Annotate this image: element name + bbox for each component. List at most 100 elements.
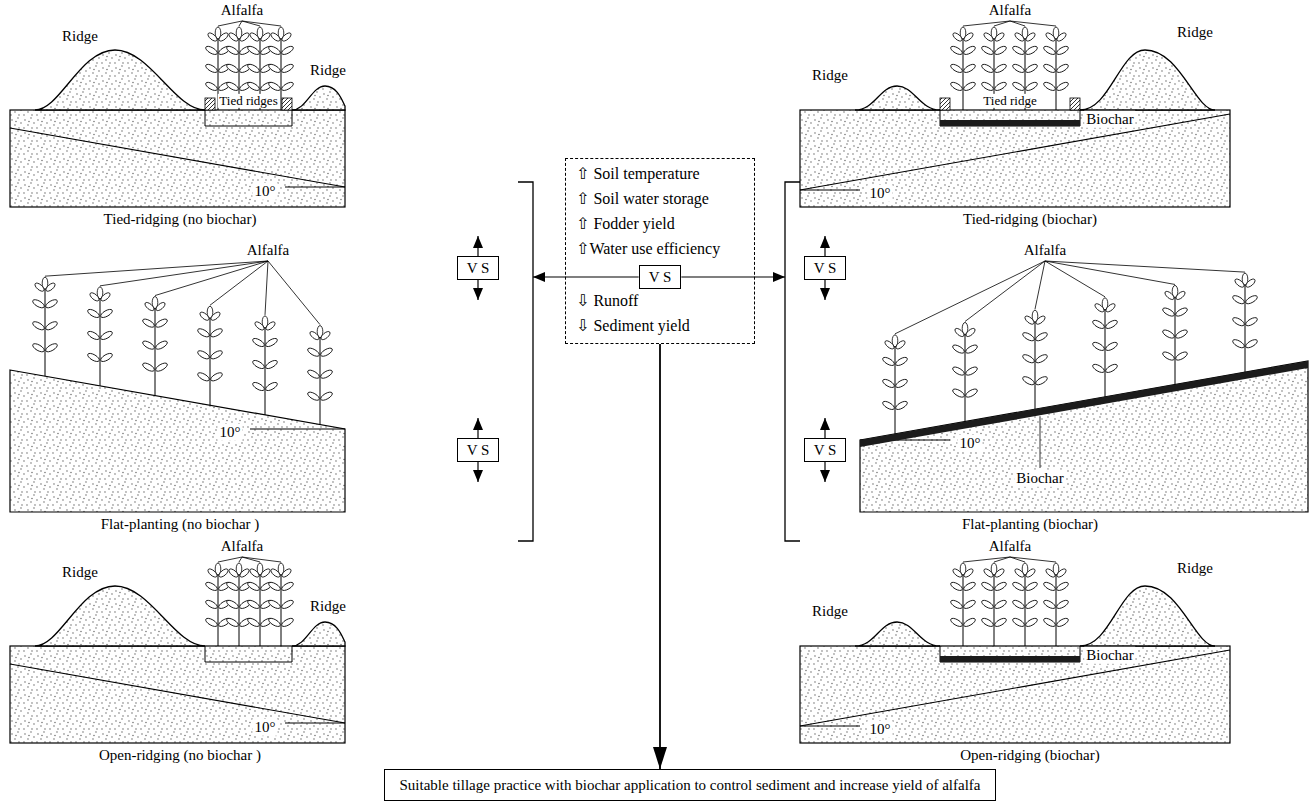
plant-leaf [144,301,156,312]
plant-leaf [1025,31,1037,42]
leader-line [965,261,1045,321]
plant-leaf [894,356,908,367]
plant-leaf [267,45,281,56]
plant-stem [320,337,321,425]
alfalfa-plant [1042,563,1069,646]
planting-bed [940,646,1080,662]
plant-stem [1035,321,1036,409]
ridge-label: Ridge [308,62,348,79]
horizontal-reference [285,723,345,724]
plant-leaf [270,567,282,578]
leader-line [239,557,242,562]
plant-leaf [267,581,281,592]
tillage-panel [10,261,345,512]
plant-leaf [993,599,1007,610]
tied-ridge-block [205,98,215,110]
leader-line [242,557,260,562]
plant-leaf [1174,306,1188,317]
plant-leaf [204,63,218,74]
planting-bed [205,110,292,126]
alfalfa-plant [306,326,333,425]
plant-leaf [1161,328,1175,339]
plant-leaf [1011,45,1025,56]
plant-stem [218,574,219,646]
leader-line [1040,416,1041,468]
plant-leaf [141,339,155,350]
plant-leaf [962,599,976,610]
alfalfa-plant [1091,298,1118,397]
plant-stem [1056,38,1057,110]
plant-leaf [1161,350,1175,361]
ridge [35,50,205,110]
plant-leaf [1091,363,1105,374]
plant-leaf [246,617,260,628]
plant-stem [965,333,966,421]
leader-line [1045,261,1245,272]
alfalfa-plant [1042,27,1069,110]
soil-body [10,646,345,743]
plant-leaf [1056,31,1068,42]
plant-leaf [306,391,320,402]
increase-decrease-arrow [477,280,478,300]
tied-ridge-label: Tied ridges [217,94,279,108]
plant-stem [45,288,46,376]
ridge-label: Ridge [810,67,850,84]
plant-leaf [209,349,223,360]
plant-leaf [1045,31,1057,42]
tillage-panel [10,557,345,743]
tillage-panel [10,21,345,207]
plant-leaf [949,45,963,56]
plant-leaf [951,387,965,398]
angle-label: 10° [868,721,893,738]
soil-body [860,361,1308,512]
plant-leaf [264,359,278,370]
plant-leaf [1021,353,1035,364]
alfalfa-plant [196,306,223,405]
comparison-box: V S [804,438,847,462]
alfalfa-plant [251,316,278,415]
leader-line [218,21,242,26]
plant-leaf [281,31,293,42]
plant-leaf [44,320,58,331]
plant-leaf [1025,567,1037,578]
node-text: V S [649,268,672,286]
increase-decrease-arrow [477,462,478,482]
plant-leaf [1035,315,1047,326]
plant-leaf [196,371,210,382]
plant-leaf [993,81,1007,92]
panel-caption: Tied-ridging (biochar) [961,211,1099,228]
alfalfa-plant [1021,310,1048,409]
plant-leaf [1042,581,1056,592]
plant-leaf [239,31,251,42]
conclusion-box: Suitable tillage practice with biochar a… [384,769,995,801]
plant-leaf [993,617,1007,628]
plant-leaf [1055,581,1069,592]
leader-line [268,261,320,325]
node-text: ⇧Water use efficiency [576,239,720,259]
plant-leaf [980,617,994,628]
plant-leaf [952,567,964,578]
plant-leaf [31,298,45,309]
plant-leaf [34,282,46,293]
plant-leaf [993,581,1007,592]
plant-leaf [86,330,100,341]
plant-leaf [1024,315,1036,326]
horizontal-reference [285,187,345,188]
plant-stem [210,317,211,405]
node-text: V S [467,259,490,277]
plant-leaf [251,337,265,348]
plant-leaf [319,369,333,380]
plant-leaf [1104,341,1118,352]
plant-leaf [1104,319,1118,330]
plant-leaf [1231,338,1245,349]
ridge-label: Ridge [810,603,850,620]
increase-decrease-arrow [824,236,825,256]
plant-leaf [881,400,895,411]
plant-leaf [246,81,260,92]
plant-leaf [1021,375,1035,386]
leader-line [1010,557,1056,562]
panel-caption: Open-ridging (biochar) [958,747,1102,764]
alfalfa-plant [1231,273,1258,372]
plant-leaf [1175,290,1187,301]
plant-leaf [239,567,251,578]
